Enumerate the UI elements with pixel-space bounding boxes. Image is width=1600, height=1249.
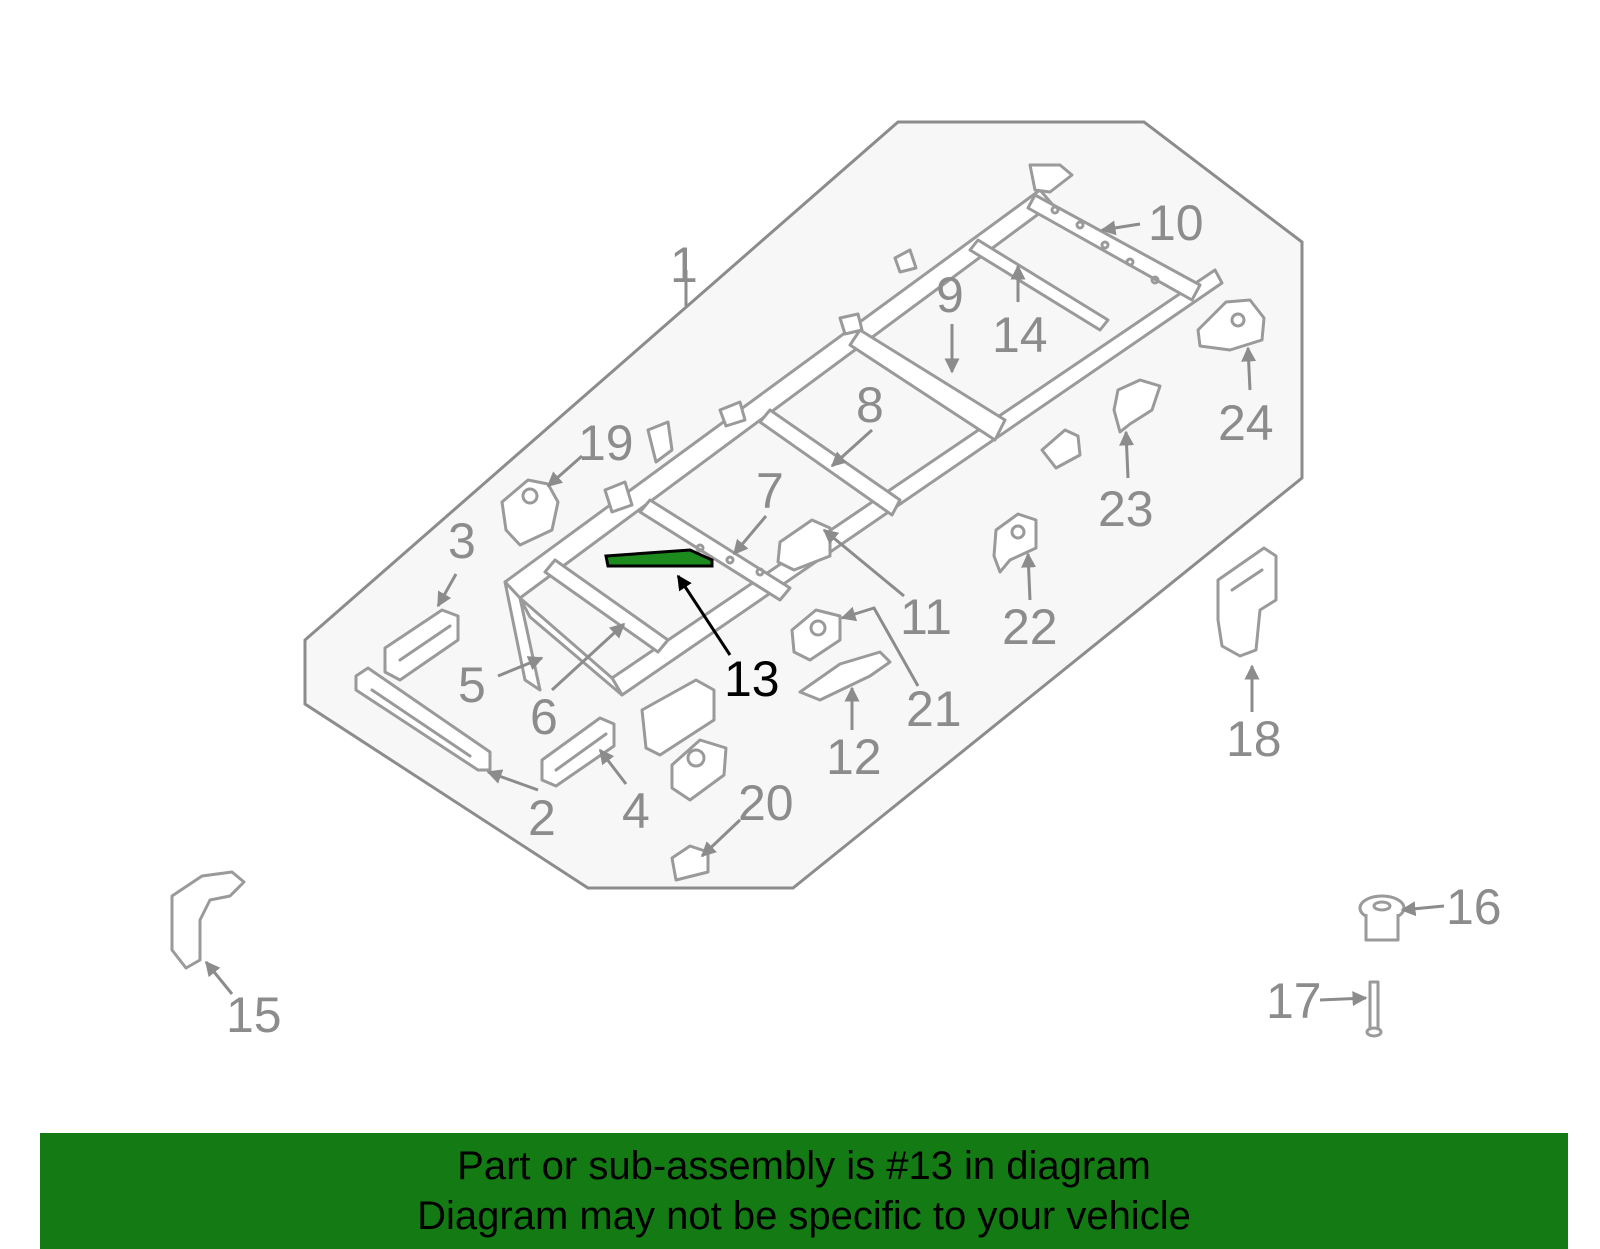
callout-2[interactable]: 2	[528, 790, 556, 846]
part-21-mount	[790, 608, 842, 662]
part-3-bracket	[383, 608, 460, 682]
part-4-bracket	[540, 716, 616, 788]
part-11-bracket	[776, 518, 832, 572]
callout-19[interactable]: 19	[578, 415, 634, 471]
part-12-plate	[798, 650, 892, 702]
part-13-highlight[interactable]	[604, 548, 714, 568]
part-19-mount	[500, 478, 560, 547]
callout-24[interactable]: 24	[1218, 395, 1274, 451]
callout-3[interactable]: 3	[448, 513, 476, 569]
part-small-bracket-mid	[646, 420, 1082, 470]
callout-14[interactable]: 14	[992, 307, 1048, 363]
callout-labels: 1 2 3 4 5 6 7 8 9 10 11 12 13 14 15 16 1…	[226, 195, 1502, 1043]
callout-18[interactable]: 18	[1226, 711, 1282, 767]
callout-16[interactable]: 16	[1446, 879, 1502, 935]
callout-22[interactable]: 22	[1002, 599, 1058, 655]
callout-21[interactable]: 21	[906, 681, 962, 737]
part-mount-left-lower	[640, 678, 728, 802]
callout-6[interactable]: 6	[530, 689, 558, 745]
assembly-boundary	[303, 120, 1304, 890]
callout-15[interactable]: 15	[226, 987, 282, 1043]
part-24-mount	[1196, 298, 1266, 352]
leader-lines	[204, 220, 1445, 1007]
callout-17[interactable]: 17	[1266, 973, 1322, 1029]
callout-11[interactable]: 11	[900, 589, 952, 645]
part-17-bolt	[1365, 980, 1383, 1038]
callout-20[interactable]: 20	[738, 775, 794, 831]
banner-line-disclaimer: Diagram may not be specific to your vehi…	[417, 1194, 1191, 1238]
callout-12[interactable]: 12	[826, 729, 882, 785]
frame-assembly	[503, 163, 1224, 697]
part-23-bracket	[1112, 378, 1162, 434]
callout-8[interactable]: 8	[856, 377, 884, 433]
callout-23[interactable]: 23	[1098, 481, 1154, 537]
callout-7[interactable]: 7	[756, 463, 784, 519]
callout-5[interactable]: 5	[458, 657, 486, 713]
part-15-bracket	[170, 870, 246, 970]
callout-1[interactable]: 1	[670, 237, 698, 293]
part-18-bracket	[1216, 546, 1278, 658]
info-banner: Part or sub-assembly is #13 in diagram D…	[40, 1133, 1568, 1249]
part-16-bushing	[1358, 894, 1406, 942]
part-20-bracket	[670, 844, 710, 882]
callout-13[interactable]: 13	[724, 651, 780, 707]
callout-10[interactable]: 10	[1148, 195, 1204, 251]
callout-4[interactable]: 4	[622, 783, 650, 839]
banner-line-part-info: Part or sub-assembly is #13 in diagram	[457, 1144, 1151, 1188]
frame-holes	[695, 205, 1160, 577]
callout-9[interactable]: 9	[936, 267, 964, 323]
